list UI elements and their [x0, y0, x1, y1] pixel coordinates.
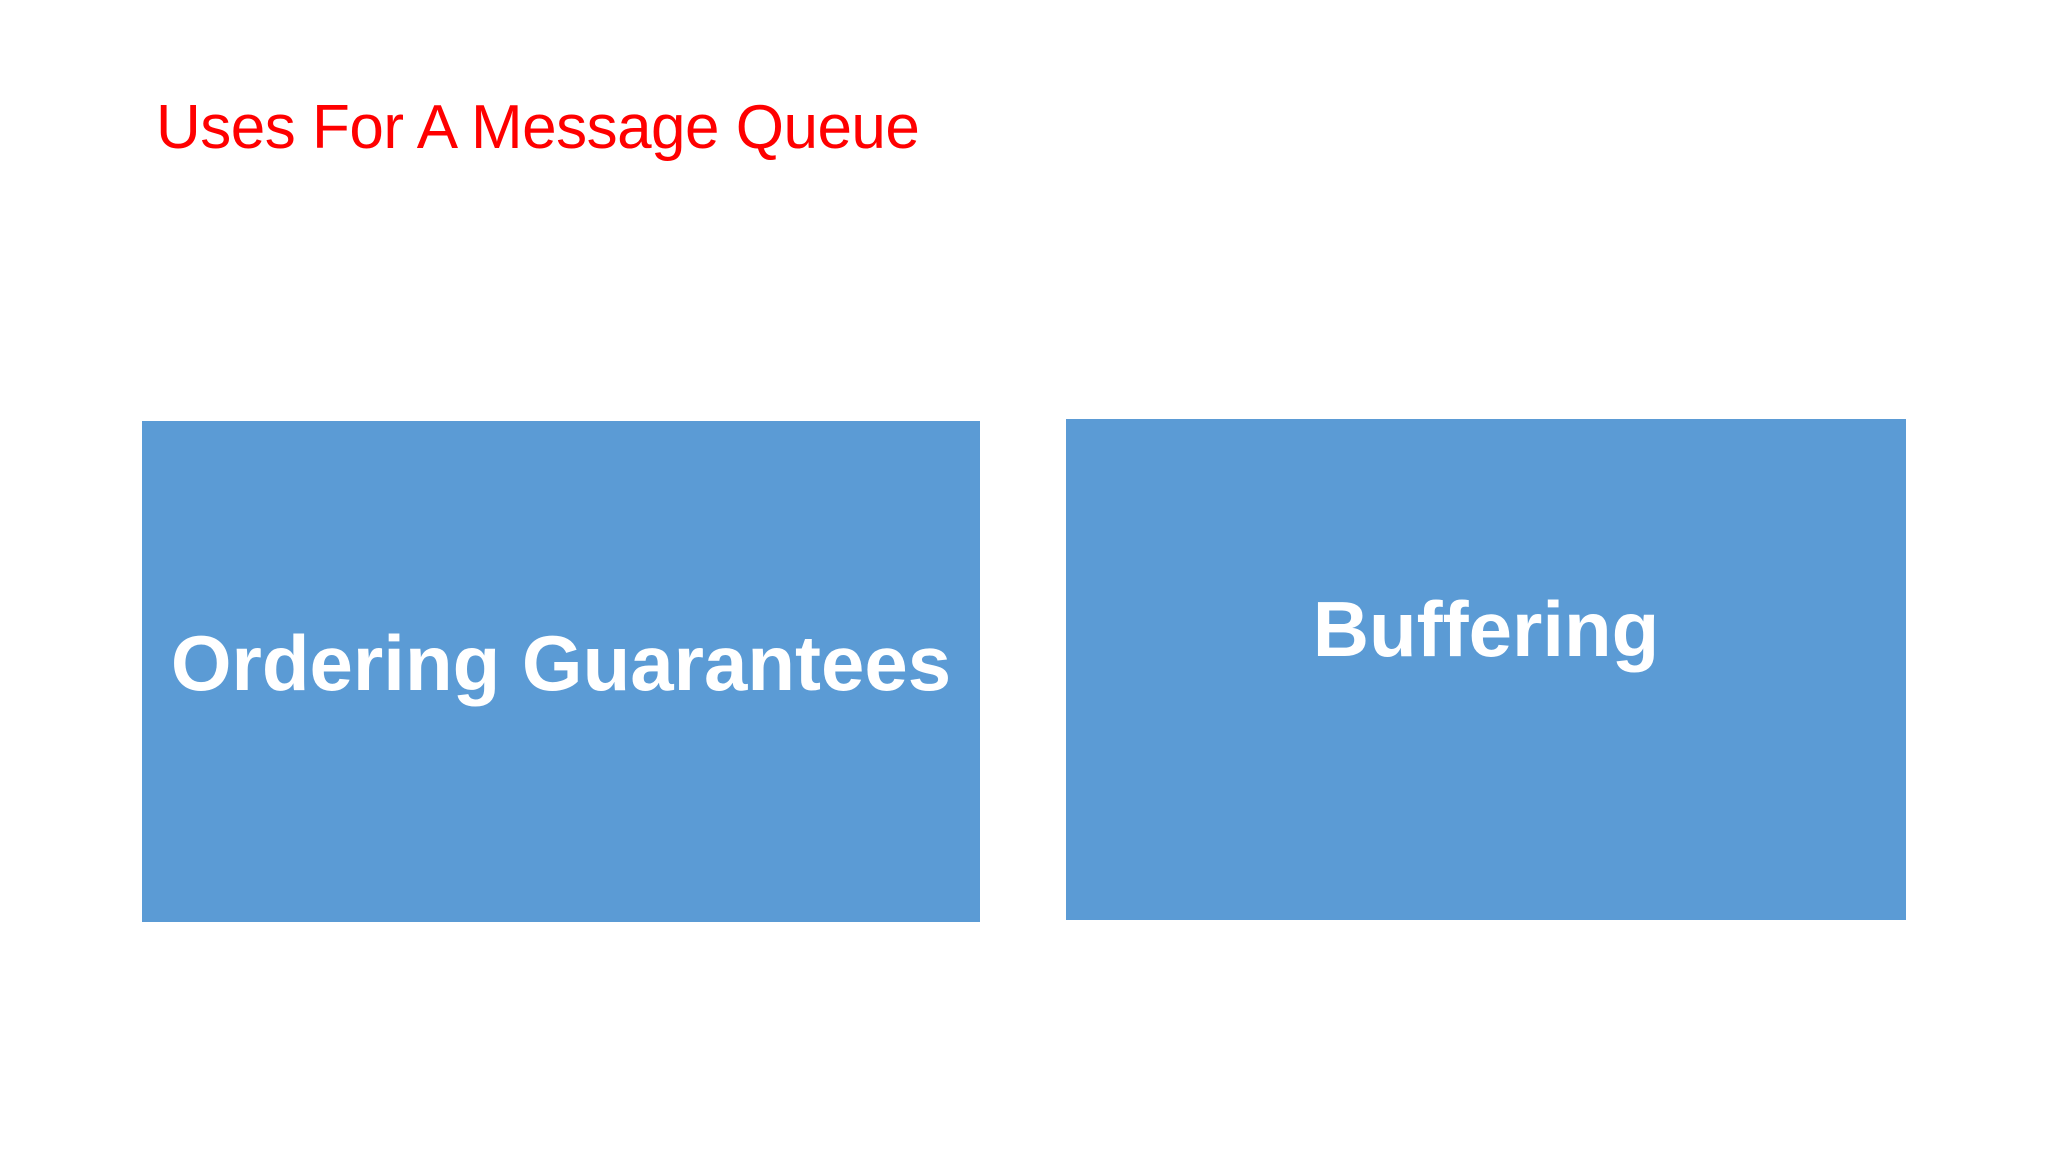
content-box-ordering-guarantees[interactable]: Ordering Guarantees [142, 421, 980, 922]
content-box-label: Ordering Guarantees [170, 619, 952, 708]
page-title: Uses For A Message Queue [156, 93, 920, 162]
content-box-buffering[interactable]: Buffering [1066, 419, 1906, 920]
content-box-label: Buffering [1312, 585, 1660, 674]
